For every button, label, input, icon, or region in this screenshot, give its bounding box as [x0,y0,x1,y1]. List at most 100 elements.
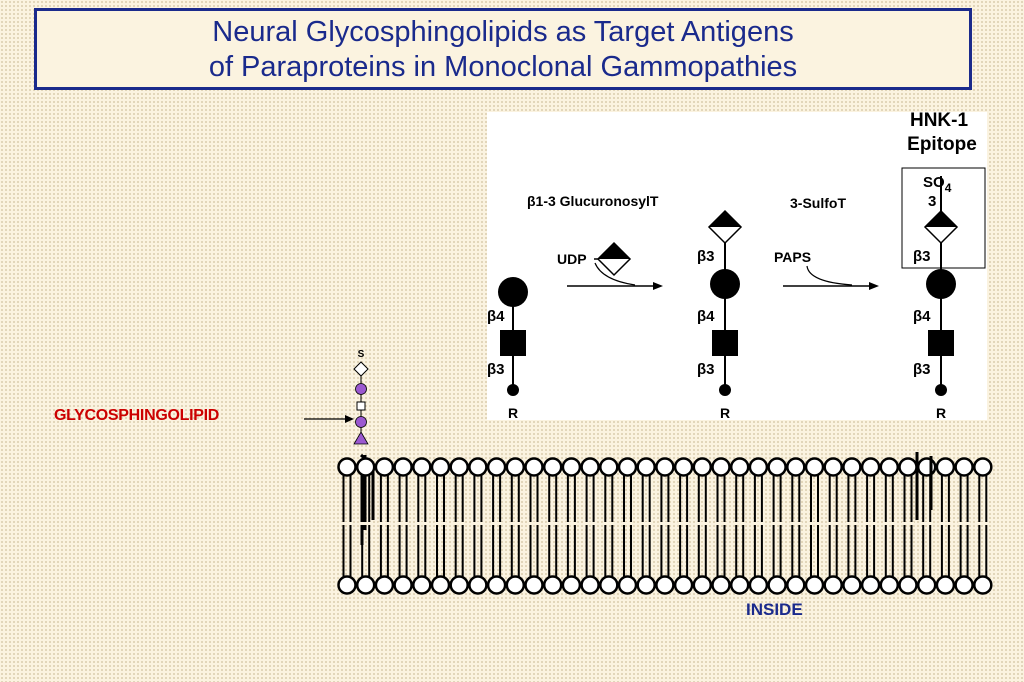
lipid-head-icon [973,457,993,477]
lipid-head-icon [748,457,769,477]
inside-label: INSIDE [746,600,803,619]
lipid-head-icon [673,457,694,477]
udp-glca-diamond-icon [596,241,632,277]
lipid-head-icon [786,575,806,595]
lipid-head-icon [804,457,825,477]
lipid-head-icon [711,575,731,595]
lipid-head-icon [561,457,582,477]
lipid-head-icon [916,575,937,595]
galactose-circle-icon [926,269,956,299]
glucuronylated-structure: β3 β4 β3 R [697,209,743,421]
lipid-head-icon [542,575,563,595]
linkage-label: β3 [913,361,931,378]
lipid-head-icon [748,575,769,595]
lipid-head-icon [973,575,993,595]
lipid-head-icon [561,575,582,595]
sugar-circle-icon [355,416,367,428]
lipid-head-icon [954,457,974,477]
lipid-head-icon [505,457,526,477]
lipid-head-icon [580,457,600,477]
linkage-label: β4 [697,308,715,325]
linkage-label: β3 [697,248,715,265]
galactose-circle-icon [498,277,528,307]
lipid-head-icon [898,575,918,595]
hnk1-structure: SO4 3 β3 β4 β3 R [901,167,986,421]
lipid-head-icon [486,575,507,595]
lipid-head-icon [804,575,825,595]
linkage-label: β3 [487,361,505,378]
lipid-head-icon [599,457,619,477]
lipid-head-icon [393,575,413,595]
ceramide-triangle-icon [353,431,369,445]
biosynthesis-diagram: HNK-1 Epitope β1-3 GlucuronosylT 3-Sulfo… [487,110,986,421]
title-line-2: of Paraproteins in Monoclonal Gammopathi… [208,51,798,83]
lipid-head-icon [692,575,713,595]
so4-position-label: 3 [928,193,936,210]
step1-enzyme-label: β1-3 GlucuronosylT [527,193,659,209]
lipid-head-icon [767,575,787,595]
title-box: Neural Glycosphingolipids as Target Anti… [34,8,972,90]
reducing-end-label: R [720,405,730,420]
glcnac-square-icon [500,330,526,356]
glcnac-square-icon [712,330,738,356]
lipid-head-icon [337,457,357,477]
lipid-head-icon [468,575,488,595]
linkage-label: β4 [487,308,505,325]
lipid-head-icon [879,575,900,595]
lipid-head-icon [636,457,656,477]
sugar-circle-icon [355,383,367,395]
lipid-head-icon [767,457,787,477]
lipid-head-icon [636,575,656,595]
paps-label: PAPS [774,249,811,265]
lipid-head-icon [842,575,862,595]
lipid-head-icon [729,457,750,477]
lipid-head-icon [524,575,544,595]
reducing-end-label: R [936,405,946,420]
lipid-head-icon [935,457,956,477]
lipid-head-icon [374,457,395,477]
lipid-head-icon [692,457,713,477]
sugar-square-icon [356,401,366,411]
precursor-structure: β4 β3 R [487,277,528,421]
lipid-head-icon [393,457,413,477]
lipid-head-icon [655,457,675,477]
hnk-title-line1: HNK-1 [910,112,968,131]
lipid-head-icon [542,457,563,477]
galactose-circle-icon [710,269,740,299]
lipid-head-icon [823,575,843,595]
hnk-epitope-box [901,167,986,269]
lipid-head-icon [374,575,395,595]
lipid-head-icon [412,457,432,477]
lipid-head-icon [468,457,488,477]
lipid-head-icon [355,457,376,477]
lipid-head-icon [430,575,451,595]
lipid-head-icon [842,457,862,477]
lipid-head-icon [412,575,432,595]
lipid-head-icon [430,457,451,477]
biosynthesis-panel: HNK-1 Epitope β1-3 GlucuronosylT 3-Sulfo… [487,110,987,421]
lipid-head-icon [524,457,544,477]
membrane-protein [915,452,933,520]
lipid-head-icon [505,575,526,595]
linkage-label: β3 [697,361,715,378]
lipid-head-icon [954,575,974,595]
linkage-label: β3 [913,248,931,265]
lipid-head-icon [729,575,750,595]
sulfate-tag-label: S [358,349,365,360]
lipid-head-icon [599,575,619,595]
glcnac-square-icon [928,330,954,356]
lipid-head-icon [673,575,694,595]
hnk-title-line2: Epitope [907,134,977,155]
lipid-head-icon [355,575,376,595]
lipid-head-icon [617,575,638,595]
reducing-end-label: R [508,405,518,420]
glycosphingolipid-label: GLYCOSPHINGOLIPID [54,407,220,424]
lipid-head-icon [337,575,357,595]
glycan-chain: S [353,349,369,445]
lipid-head-icon [860,575,881,595]
lipid-bilayer [337,457,993,595]
lipid-head-icon [486,457,507,477]
lipid-head-icon [823,457,843,477]
lipid-head-icon [916,457,937,477]
